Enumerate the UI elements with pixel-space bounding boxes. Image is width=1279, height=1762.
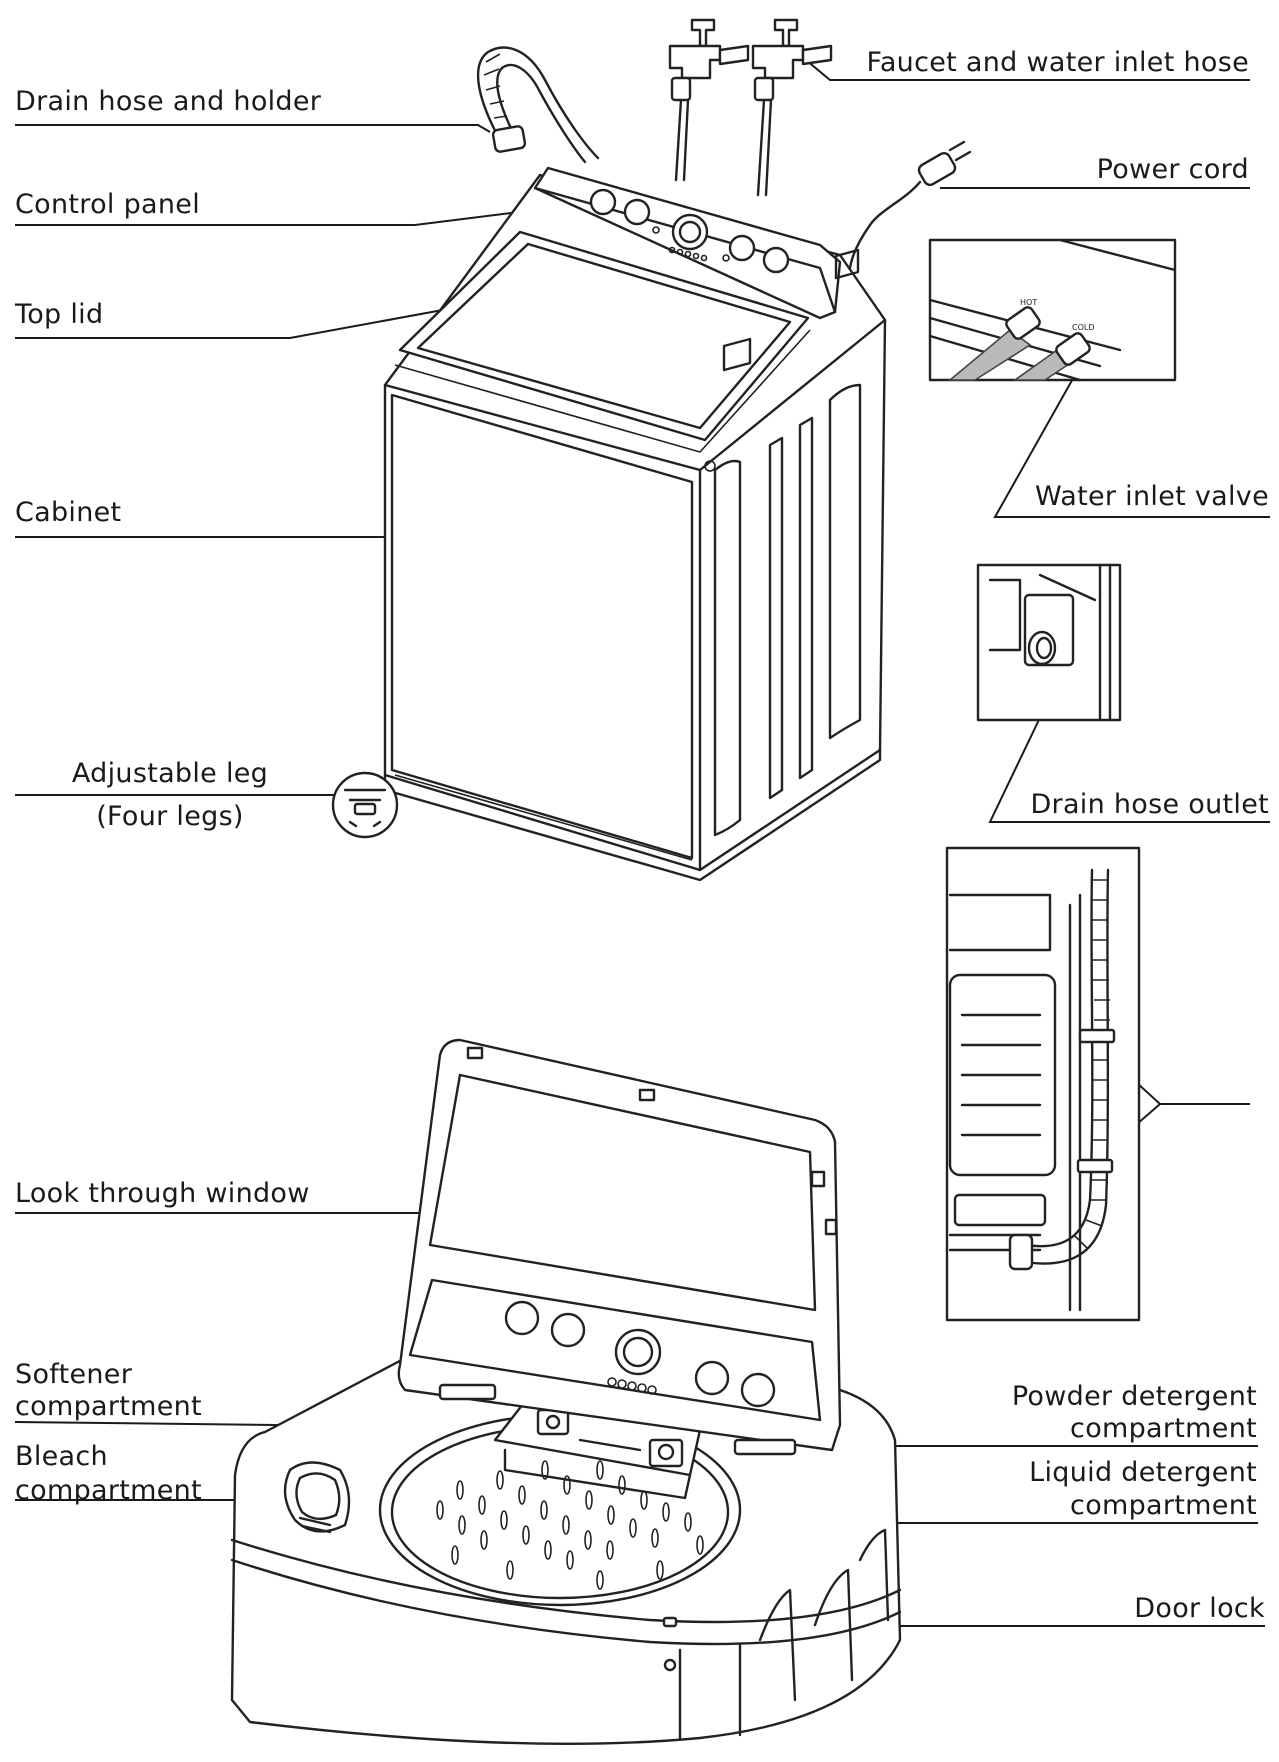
label-door-lock: Door lock (1134, 1593, 1265, 1624)
label-look-through-window: Look through window (15, 1178, 310, 1209)
label-cabinet: Cabinet (15, 497, 122, 528)
inset-drain-hose-outlet (976, 563, 1122, 722)
inset-tag-cold: COLD (1072, 323, 1095, 332)
label-faucet-inlet-hose: Faucet and water inlet hose (866, 47, 1249, 78)
adjustable-leg-drawing (331, 771, 399, 839)
label-powder-line2: compartment (1070, 1413, 1257, 1444)
inset-tag-hot: HOT (1020, 298, 1037, 307)
basket-holes (436, 1460, 704, 1590)
label-softener-line1: Softener (15, 1359, 133, 1390)
washer-open (230, 1038, 902, 1745)
label-water-inlet-valve: Water inlet valve (1034, 481, 1269, 512)
side-panels (704, 248, 862, 837)
inset-rear-hose-clips (945, 846, 1141, 1322)
bleach-cup-drawing (283, 1461, 351, 1534)
label-top-lid: Top lid (15, 299, 104, 330)
label-adjustable-leg: Adjustable leg (71, 758, 269, 789)
label-liquid-line1: Liquid detergent (1029, 1457, 1257, 1488)
lid-knobs (504, 1300, 776, 1408)
door-lock-drawing (662, 1616, 678, 1628)
label-power-cord: Power cord (1096, 154, 1249, 185)
label-control-panel: Control panel (15, 189, 200, 220)
label-softener-line2: compartment (15, 1391, 202, 1422)
leader-drain-hose-holder (15, 124, 491, 133)
label-liquid-line2: compartment (1070, 1490, 1257, 1521)
leader-top-lid (15, 304, 471, 339)
label-bleach-line2: compartment (15, 1475, 202, 1506)
label-drain-hose-holder: Drain hose and holder (15, 86, 322, 117)
open-lid-drawing (397, 1038, 842, 1452)
faucet-right-drawing (751, 18, 833, 197)
top-lid-drawing (398, 230, 810, 442)
leader-water-inlet (993, 374, 1270, 518)
label-powder-line1: Powder detergent (1011, 1381, 1257, 1412)
label-bleach-line1: Bleach (15, 1441, 108, 1472)
control-knobs (589, 188, 790, 274)
label-four-legs: (Four legs) (96, 801, 244, 832)
washer-closed (331, 18, 972, 882)
leader-drain-outlet (988, 679, 1270, 823)
faucet-left-drawing (668, 18, 750, 182)
front-panel (390, 393, 694, 860)
label-drain-hose-outlet: Drain hose outlet (1030, 789, 1269, 820)
inset-water-inlet-valve: HOT COLD (928, 238, 1177, 382)
power-cord-drawing (848, 140, 972, 270)
drain-hose-holder-drawing (476, 46, 600, 164)
